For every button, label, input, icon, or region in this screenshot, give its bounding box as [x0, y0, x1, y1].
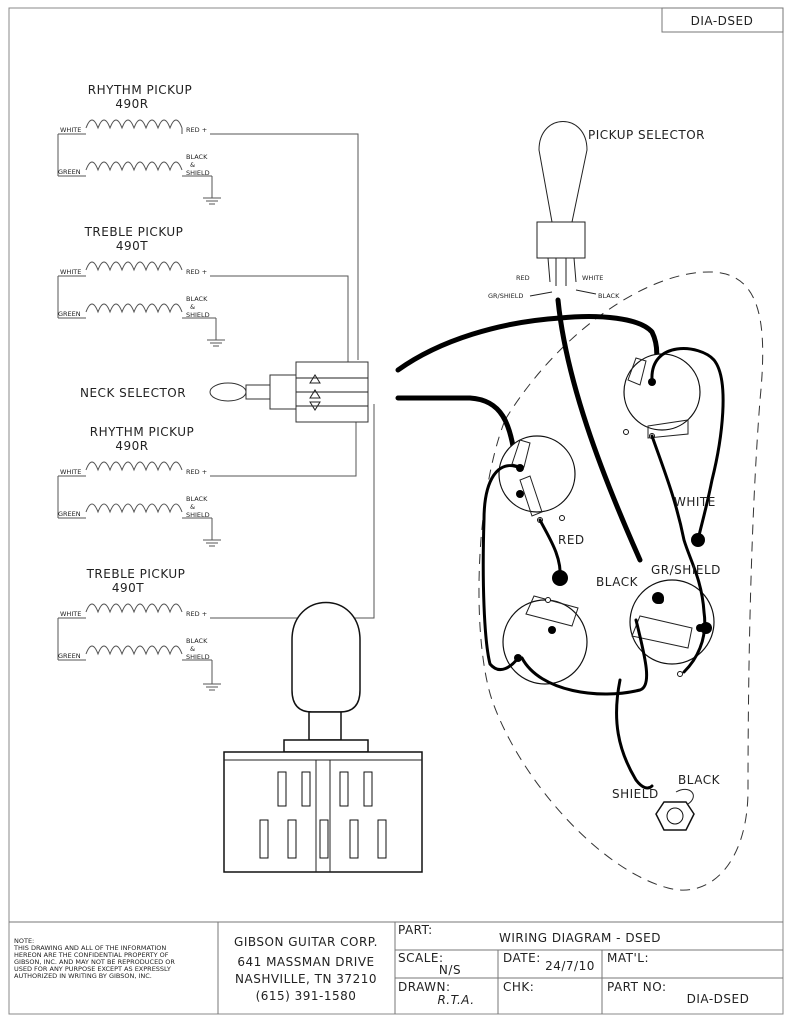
neck-selector-label: NECK SELECTOR — [80, 386, 186, 400]
amp-label: & — [190, 303, 195, 311]
shield-lead-label: SHIELD — [186, 311, 210, 319]
pickup-model: 490R — [115, 439, 148, 453]
green-lead-label: GREEN — [58, 510, 81, 518]
toggle-switch-drawing — [223, 601, 423, 873]
pickup-name: TREBLE PICKUP — [86, 567, 186, 581]
pickup-selector-title: PICKUP SELECTOR — [588, 128, 705, 142]
pot-top-right — [623, 353, 701, 439]
scale-value: N/S — [439, 963, 461, 977]
drawn-label: DRAWN: — [398, 980, 451, 994]
red-lead-label: RED + — [186, 126, 207, 134]
red-lead-label: RED + — [186, 268, 207, 276]
partno-label: PART NO: — [607, 980, 667, 994]
confidential-note: NOTE: THIS DRAWING AND ALL OF THE INFORM… — [13, 937, 175, 980]
jack-black-label: BLACK — [678, 773, 721, 787]
pickup-name: TREBLE PICKUP — [84, 225, 184, 239]
amp-label: & — [190, 645, 195, 653]
green-lead-label: GREEN — [58, 652, 81, 660]
title-block: NOTE: THIS DRAWING AND ALL OF THE INFORM… — [9, 921, 783, 1014]
potentiometers — [498, 353, 715, 685]
company-name: GIBSON GUITAR CORP. — [234, 935, 378, 949]
company-phone: (615) 391-1580 — [256, 989, 357, 1003]
white-lead-label: WHITE — [60, 610, 81, 618]
drawing-number: DIA-DSED — [691, 14, 754, 28]
note-line: USED FOR ANY PURPOSE EXCEPT AS EXPRESSLY — [14, 965, 171, 973]
pot-bottom-right — [629, 579, 715, 677]
partno-value: DIA-DSED — [687, 992, 750, 1006]
pot-wiring — [481, 347, 725, 790]
amp-label: & — [190, 503, 195, 511]
pickup-name: RHYTHM PICKUP — [88, 83, 192, 97]
part-label: PART: — [398, 923, 433, 937]
black-lead-label: BLACK — [186, 295, 208, 303]
pickup-signal-wires — [210, 133, 375, 619]
selector-red-label: RED — [516, 274, 530, 282]
harness-black-label: BLACK — [596, 575, 639, 589]
red-lead-label: RED + — [186, 610, 207, 618]
solder-joints — [552, 533, 712, 634]
white-lead-label: WHITE — [60, 468, 81, 476]
drawing-number-box: DIA-DSED — [661, 7, 784, 33]
pot-bottom-left — [502, 595, 588, 685]
note-line: AUTHORIZED IN WRITING BY GIBSON, INC. — [14, 972, 152, 980]
harness-grshield-label: GR/SHIELD — [651, 563, 721, 577]
selector-black-label: BLACK — [598, 292, 620, 300]
note-line: HEREON ARE THE CONFIDENTIAL PROPERTY OF — [14, 951, 169, 959]
harness-cables — [395, 297, 660, 563]
note-line: NOTE: — [14, 937, 34, 945]
pickup-name: RHYTHM PICKUP — [90, 425, 194, 439]
pickup-selector: PICKUP SELECTOR RED WHITE GR/SHIELD BLAC… — [488, 121, 705, 300]
harness-shield-label: SHIELD — [612, 787, 659, 801]
scale-label: SCALE: — [398, 951, 444, 965]
pickup-3: RHYTHM PICKUP 490R WHITE RED + GREEN BLA… — [57, 425, 222, 547]
pickup-model: 490T — [116, 239, 148, 253]
cavity-outline — [478, 271, 764, 891]
shield-lead-label: SHIELD — [186, 653, 210, 661]
output-jack — [655, 788, 695, 831]
red-lead-label: RED + — [186, 468, 207, 476]
green-lead-label: GREEN — [58, 310, 81, 318]
sheet-border — [8, 7, 784, 1015]
date-label: DATE: — [503, 951, 541, 965]
harness-red-label: RED — [558, 533, 585, 547]
harness-white-label: WHITE — [674, 495, 716, 509]
black-lead-label: BLACK — [186, 495, 208, 503]
company-address-1: 641 MASSMAN DRIVE — [237, 955, 374, 969]
pickup-2: TREBLE PICKUP 490T WHITE RED + GREEN BLA… — [57, 225, 226, 347]
pickup-1: RHYTHM PICKUP 490R WHITE RED + GREEN BLA… — [57, 83, 222, 205]
shield-lead-label: SHIELD — [186, 169, 210, 177]
white-lead-label: WHITE — [60, 268, 81, 276]
chk-label: CHK: — [503, 980, 534, 994]
pickup-model: 490R — [115, 97, 148, 111]
shield-lead-label: SHIELD — [186, 511, 210, 519]
black-lead-label: BLACK — [186, 637, 208, 645]
note-line: GIBSON, INC. AND MAY NOT BE REPRODUCED O… — [14, 958, 175, 966]
white-lead-label: WHITE — [60, 126, 81, 134]
black-lead-label: BLACK — [186, 153, 208, 161]
amp-label: & — [190, 161, 195, 169]
harness-labels: WHITE RED GR/SHIELD BLACK SHIELD BLACK — [558, 495, 721, 801]
matl-label: MAT'L: — [607, 951, 649, 965]
pickup-4: TREBLE PICKUP 490T WHITE RED + GREEN BLA… — [57, 567, 222, 691]
date-value: 24/7/10 — [545, 959, 595, 973]
note-line: THIS DRAWING AND ALL OF THE INFORMATION — [13, 944, 166, 952]
company-address-2: NASHVILLE, TN 37210 — [235, 972, 377, 986]
green-lead-label: GREEN — [58, 168, 81, 176]
part-value: WIRING DIAGRAM - DSED — [499, 931, 661, 945]
drawn-value: R.T.A. — [437, 993, 474, 1007]
neck-selector: NECK SELECTOR — [80, 361, 369, 423]
selector-white-label: WHITE — [582, 274, 603, 282]
selector-grshield-label: GR/SHIELD — [488, 292, 523, 300]
pot-top-left — [498, 435, 576, 523]
pickup-model: 490T — [112, 581, 144, 595]
